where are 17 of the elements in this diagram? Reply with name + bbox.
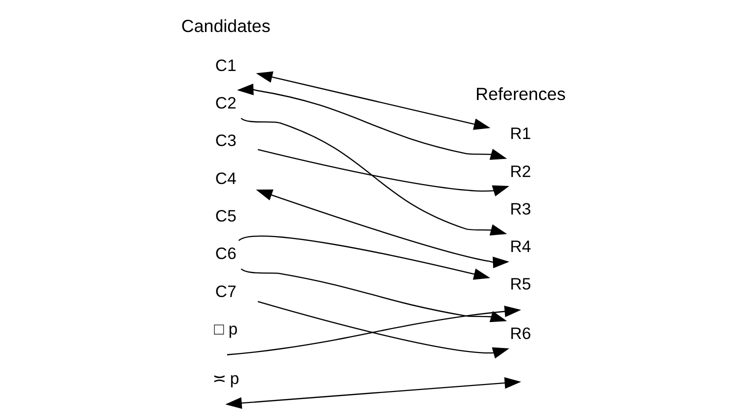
node-text: C5 xyxy=(214,207,236,226)
node-text: C1 xyxy=(214,56,236,75)
node-text: R2 xyxy=(510,162,531,181)
node-text: R1 xyxy=(510,125,531,144)
node-text: R4 xyxy=(510,238,531,256)
node-text: C7 xyxy=(214,282,236,301)
legend-label: □ p xyxy=(213,320,238,338)
node-text: R3 xyxy=(510,200,531,218)
node-text: C4 xyxy=(214,170,236,188)
node-text: R6 xyxy=(510,325,531,344)
label: Candidates xyxy=(180,16,270,36)
node-text: C6 xyxy=(214,245,236,264)
legend-label: ≍ p xyxy=(212,370,239,388)
node-text: C3 xyxy=(214,132,236,150)
node-text: R5 xyxy=(510,276,531,294)
label: References xyxy=(475,84,566,104)
node-text: C2 xyxy=(214,94,236,113)
